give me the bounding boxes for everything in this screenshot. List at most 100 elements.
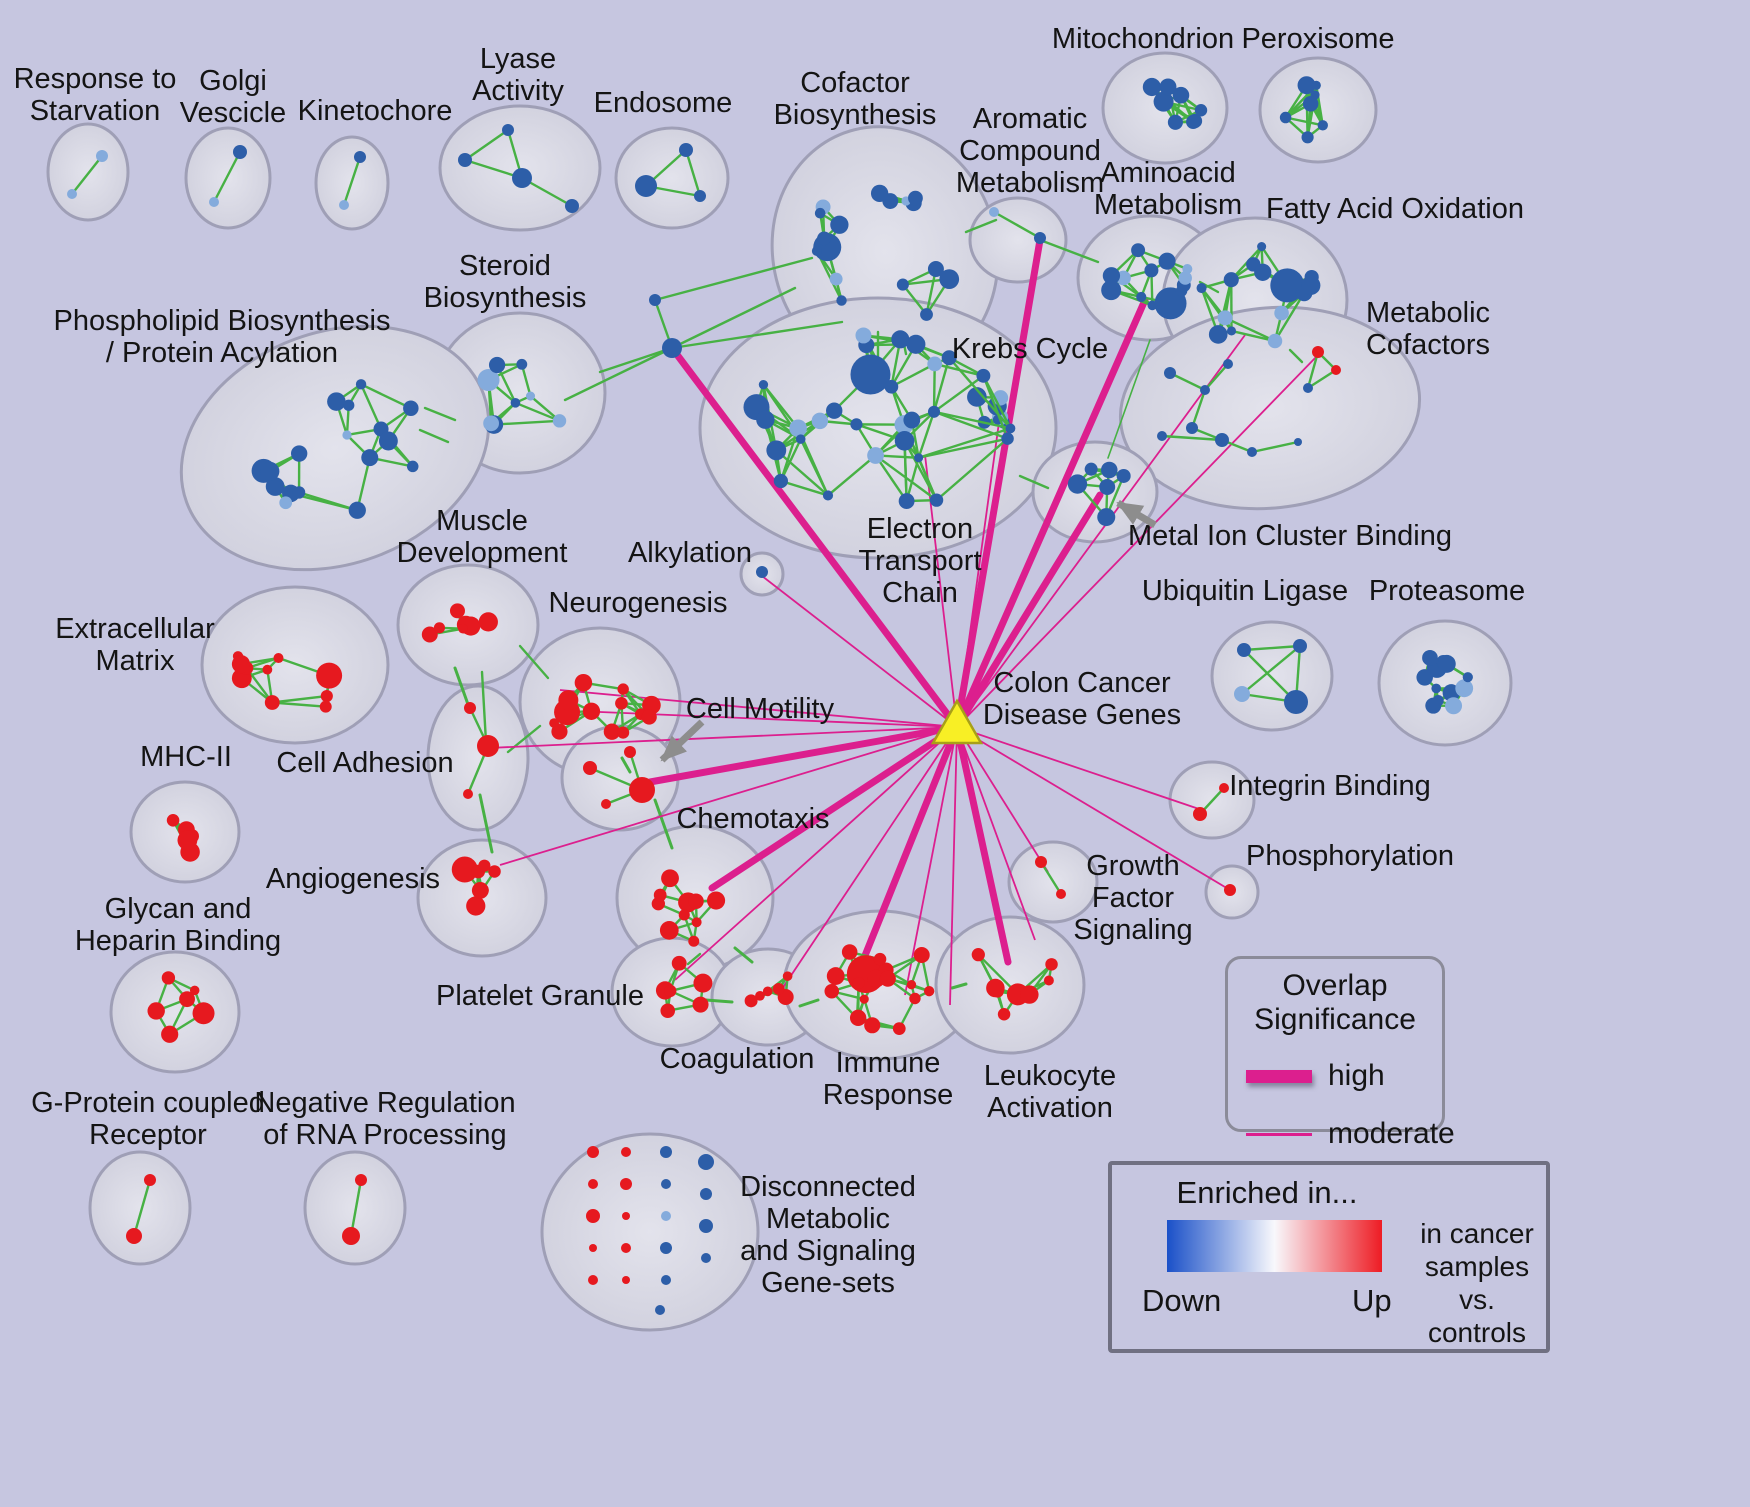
- legend-overlap-title: Overlap Significance: [1228, 969, 1442, 1037]
- annotation-arrows: [659, 499, 1157, 763]
- gene-set-node: [1153, 91, 1174, 112]
- gene-set-node: [661, 1211, 671, 1221]
- gene-set-edge: [933, 410, 1008, 440]
- green-link: [653, 798, 674, 850]
- gene-set-node: [1279, 111, 1292, 124]
- overlap-edge-moderate: [956, 354, 1319, 728]
- green-link: [670, 320, 844, 350]
- gene-set-node: [1284, 690, 1308, 714]
- gene-set-node: [1431, 683, 1442, 694]
- gene-set-node: [688, 935, 700, 947]
- gene-set-node: [458, 623, 468, 634]
- gene-set-edge: [779, 427, 800, 482]
- gene-set-node: [622, 1276, 630, 1284]
- cluster-network-angiogenesis: [451, 856, 501, 916]
- overlap-edge-high: [708, 723, 961, 892]
- gene-set-node: [525, 391, 536, 401]
- cluster-ellipse-aromatic-compound-metabolism: [968, 196, 1068, 284]
- gene-set-node: [1274, 305, 1289, 321]
- gene-set-node: [1301, 275, 1321, 295]
- cluster-ellipse-ubiquitin-ligase: [1210, 620, 1334, 732]
- gene-set-node: [502, 124, 514, 136]
- gene-set-node: [348, 501, 366, 519]
- gene-set-node: [1158, 252, 1176, 270]
- legend-note: in cancer samples vs. controls: [1407, 1217, 1547, 1349]
- gene-set-node: [694, 190, 706, 202]
- label-cell-adhesion: Cell Adhesion: [276, 747, 453, 779]
- overlap-edge-moderate: [949, 726, 958, 1006]
- gene-set-edge: [827, 454, 877, 497]
- gene-set-node: [661, 1179, 671, 1189]
- gene-set-node: [927, 405, 941, 418]
- green-link: [704, 998, 734, 1004]
- gene-set-node: [997, 1008, 1011, 1021]
- overlap-edge-moderate: [761, 575, 958, 728]
- gene-set-node: [1147, 300, 1158, 311]
- overlap-edge-moderate: [956, 726, 1231, 891]
- overlap-edge-high: [646, 723, 961, 786]
- gene-set-node: [913, 946, 930, 963]
- gene-set-node: [914, 453, 924, 463]
- gene-set-node: [756, 566, 768, 578]
- gene-set-node: [1226, 326, 1237, 336]
- gene-set-node: [463, 789, 473, 799]
- overlap-edge-moderate: [956, 726, 1036, 941]
- gene-set-node: [1219, 783, 1229, 793]
- gene-set-edge: [520, 363, 532, 397]
- gene-set-node: [824, 984, 840, 999]
- cluster-network-neurogenesis: [549, 673, 661, 740]
- gene-set-node: [892, 1022, 906, 1035]
- gene-set-node: [192, 1002, 215, 1025]
- green-link: [1107, 339, 1151, 459]
- gene-set-edge: [1161, 434, 1223, 442]
- gene-set-node: [1223, 272, 1239, 288]
- gene-set-node: [1425, 697, 1442, 714]
- gene-set-node: [466, 896, 486, 916]
- gene-set-node: [1116, 468, 1131, 483]
- gene-set-edge: [1039, 861, 1063, 895]
- cluster-network-cell-adhesion: [463, 702, 499, 799]
- gene-set-node: [976, 368, 991, 383]
- cluster-network-ubiquitin-ligase: [1234, 639, 1308, 714]
- gene-set-node: [464, 702, 476, 714]
- gene-set-node: [908, 190, 923, 206]
- label-chemotaxis: Chemotaxis: [676, 803, 829, 835]
- gene-set-edge: [342, 156, 362, 206]
- gene-set-node: [290, 445, 308, 462]
- gene-set-node: [615, 696, 628, 710]
- gene-set-edge: [1243, 644, 1301, 652]
- cluster-ellipse-electron-transport-chain: [698, 296, 1058, 560]
- overlap-edge-moderate: [559, 689, 958, 728]
- gene-set-node: [616, 726, 630, 739]
- gene-set-edge: [1306, 351, 1320, 389]
- legend-down-label: Down: [1142, 1283, 1222, 1318]
- cluster-network-platelet-granule: [655, 955, 713, 1019]
- gene-set-node: [601, 799, 611, 809]
- gene-set-node: [1196, 283, 1207, 294]
- gene-set-node: [1136, 291, 1147, 303]
- gene-set-node: [262, 664, 273, 675]
- gene-set-edge: [917, 411, 936, 459]
- gene-set-node: [483, 415, 499, 432]
- cluster-network-negative-regulation-of-rna-processing: [342, 1174, 367, 1245]
- gene-set-node: [660, 1242, 672, 1254]
- gene-set-node: [1234, 686, 1250, 702]
- gene-set-node: [1131, 243, 1146, 258]
- gene-set-node: [231, 655, 251, 674]
- legend-overlap-significance: Overlap Significance high moderate: [1225, 956, 1455, 1150]
- gene-set-node: [629, 777, 655, 803]
- gene-set-node: [653, 888, 667, 902]
- enrichment-gradient-bar: [1167, 1220, 1382, 1272]
- gene-set-node: [849, 1009, 867, 1027]
- gene-set-node: [855, 327, 872, 344]
- gene-set-node: [699, 1219, 713, 1233]
- gene-set-node: [316, 662, 343, 689]
- gene-set-node: [477, 735, 499, 757]
- legend-note-line2: samples: [1424, 1251, 1530, 1282]
- cluster-ellipse-cell-adhesion: [426, 684, 530, 832]
- gene-set-node: [1084, 462, 1098, 476]
- gene-set-node: [641, 709, 657, 725]
- gene-set-node: [1445, 697, 1463, 715]
- gene-set-node: [583, 761, 597, 775]
